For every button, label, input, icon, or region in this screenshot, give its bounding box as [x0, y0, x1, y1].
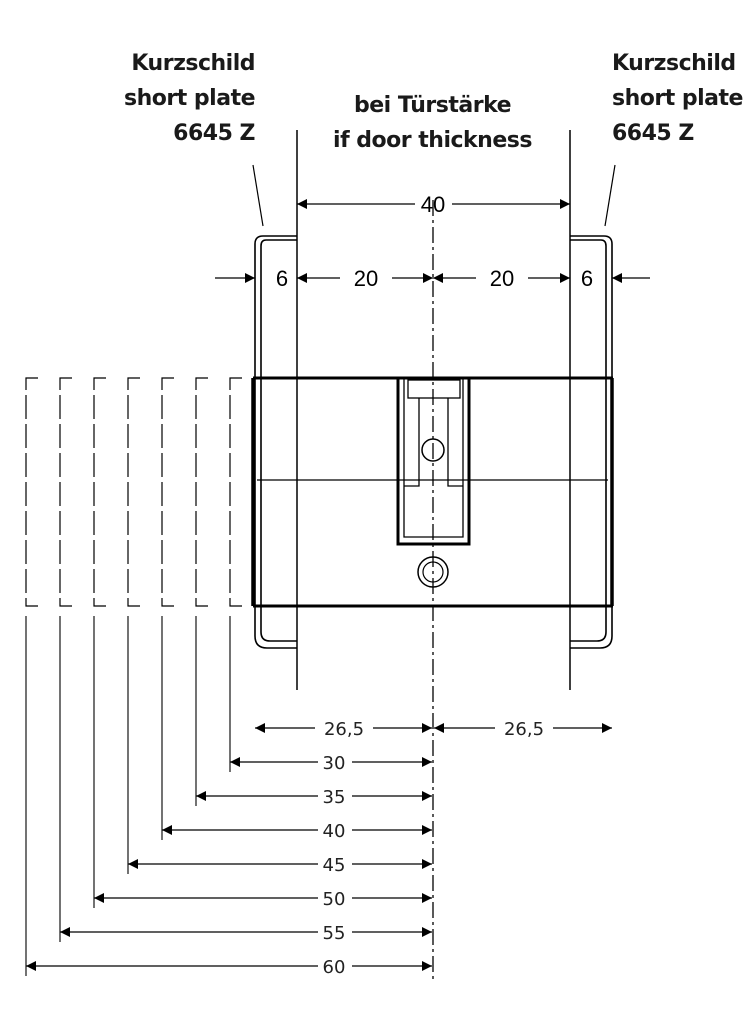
left-plate-label: Kurzschild short plate 6645 Z — [60, 46, 255, 151]
right-plate-label: Kurzschild short plate 6645 Z — [612, 46, 755, 151]
right-short-plate — [570, 235, 613, 649]
fixing-screw-hole — [417, 556, 449, 588]
cylinder-half-right-value: 26,5 — [504, 719, 544, 740]
plate-right-thickness: 6 — [581, 266, 593, 291]
cylinder-length-55: 55 — [323, 923, 346, 944]
length-outline-30 — [229, 377, 242, 607]
right-plate-label-de: Kurzschild — [612, 51, 736, 76]
door-thickness-value: 40 — [421, 192, 445, 217]
length-outline-55 — [59, 377, 72, 607]
cylinder-length-60: 60 — [323, 957, 346, 978]
length-outline-35 — [195, 377, 208, 607]
door-thickness-label-de: bei Türstärke — [353, 93, 512, 118]
cylinder-half-left-value: 26,5 — [324, 719, 364, 740]
left-plate-leader — [252, 164, 264, 227]
left-plate-label-de: Kurzschild — [131, 51, 255, 76]
cylinder-length-35: 35 — [323, 787, 346, 808]
length-outline-45 — [127, 377, 140, 607]
half-left-value: 20 — [354, 266, 378, 291]
cylinder-body — [251, 376, 614, 608]
cylinder-length-dimensions: 30 35 40 45 50 55 60 — [26, 753, 432, 978]
cam-screw-hole — [421, 438, 445, 462]
length-outline-40 — [161, 377, 174, 607]
cam-slot — [396, 378, 471, 546]
plate-left-thickness: 6 — [276, 266, 288, 291]
left-plate-label-en: short plate — [124, 86, 255, 111]
length-outline-50 — [93, 377, 106, 607]
right-plate-article-number: 6645 Z — [612, 121, 694, 146]
cylinder-length-45: 45 — [323, 855, 346, 876]
right-plate-leader — [604, 164, 616, 227]
cylinder-length-outlines — [25, 377, 242, 976]
cylinder-length-40: 40 — [323, 821, 346, 842]
right-plate-label-en: short plate — [612, 86, 743, 111]
cylinder-length-30: 30 — [323, 753, 346, 774]
cylinder-length-50: 50 — [323, 889, 346, 910]
door-thickness-label-en: if door thickness — [333, 128, 532, 153]
door-thickness-label: bei Türstärke if door thickness — [310, 88, 555, 158]
left-short-plate — [254, 235, 297, 649]
length-outline-60 — [25, 377, 38, 607]
left-plate-article-number: 6645 Z — [173, 121, 255, 146]
half-right-value: 20 — [490, 266, 514, 291]
